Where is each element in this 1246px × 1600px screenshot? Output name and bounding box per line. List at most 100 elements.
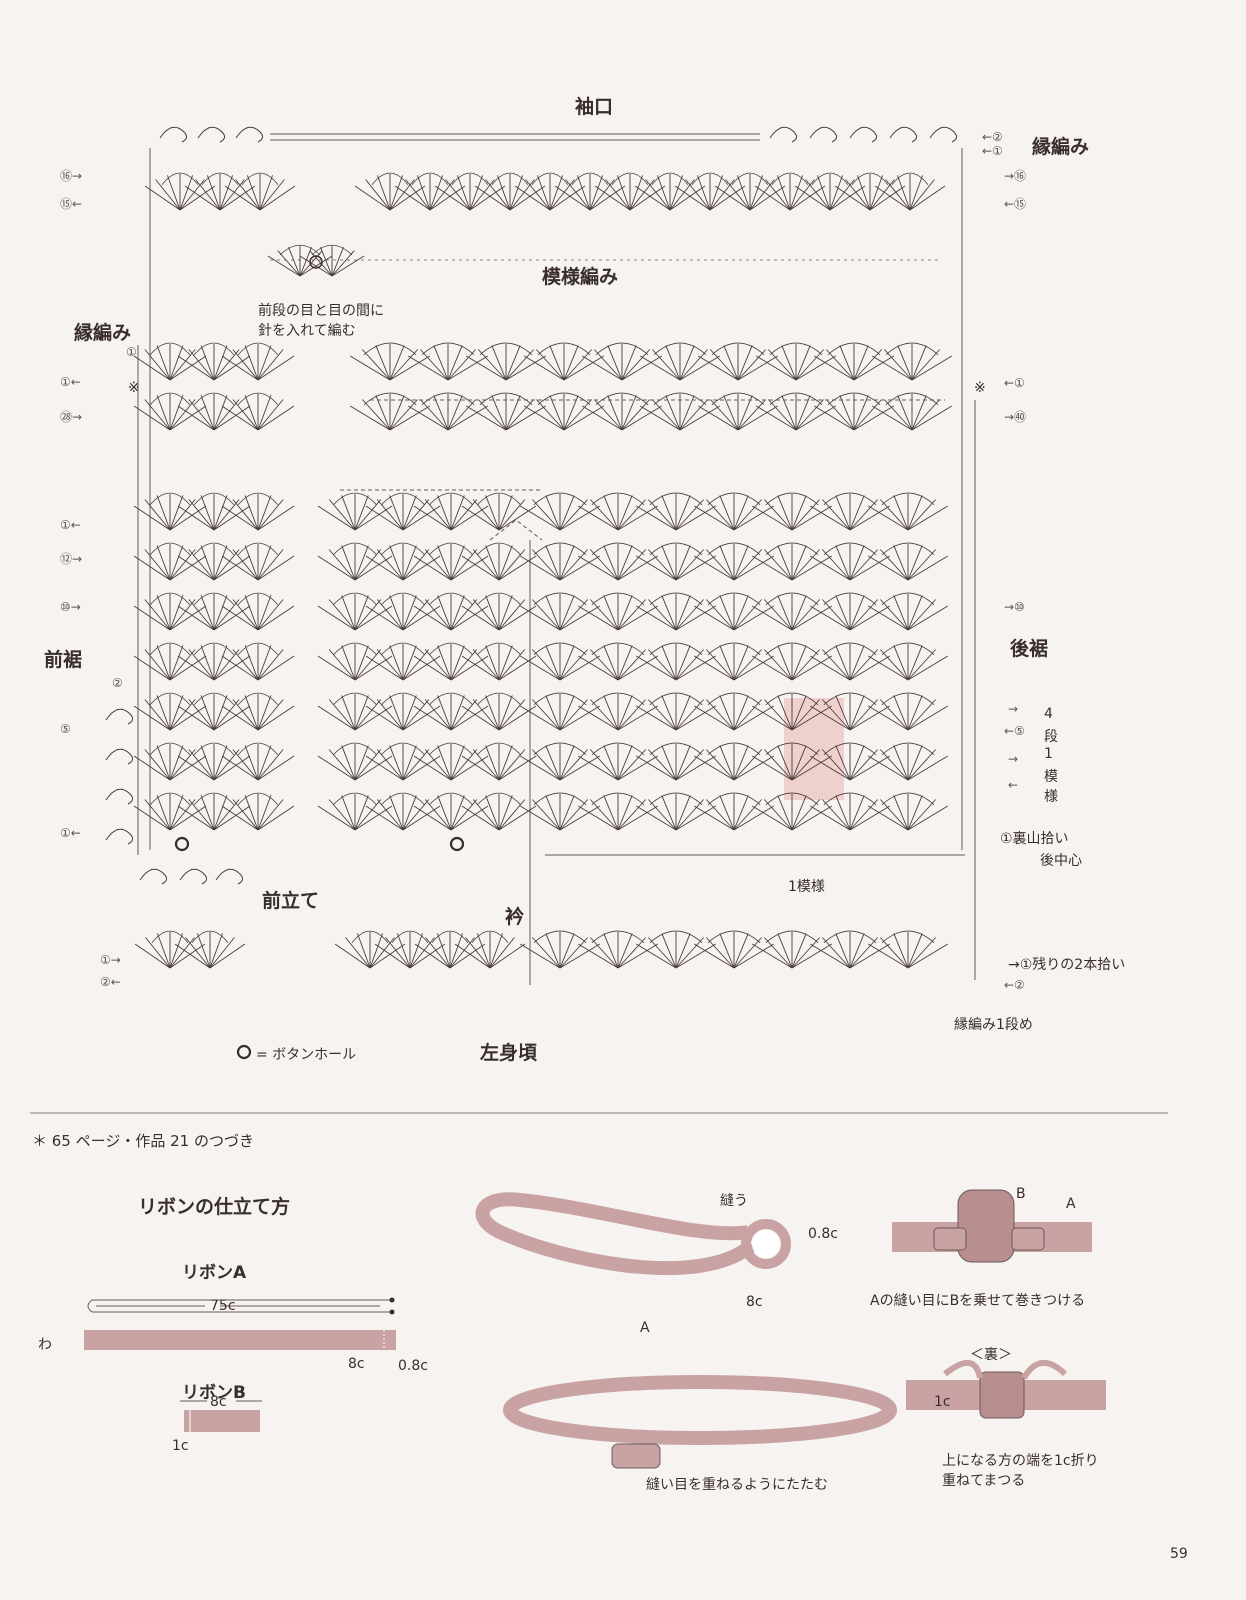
- fan-stitch: [461, 742, 537, 781]
- edging-scallop: [159, 126, 188, 143]
- fan-stitch: [519, 642, 601, 681]
- fan-stitch: [809, 930, 891, 969]
- fan-stitch: [407, 342, 489, 381]
- fan-stitch: [133, 492, 207, 531]
- row-label-left: ②←: [100, 975, 121, 989]
- dim-1: 1c: [172, 1438, 189, 1454]
- rows-per-pattern-0: 4: [1044, 706, 1053, 722]
- fan-stitch: [144, 172, 216, 211]
- row-label-left: ①→: [100, 953, 121, 967]
- label-b: B: [1016, 1186, 1026, 1202]
- fan-stitch: [413, 792, 489, 831]
- fan-stitch: [867, 542, 949, 581]
- row-label-right: ←⑤: [1004, 724, 1025, 738]
- edging-scallop: [139, 868, 168, 885]
- fan-stitch: [461, 542, 537, 581]
- fan-stitch: [697, 392, 779, 431]
- fan-stitch: [133, 792, 207, 831]
- fold-step-note: 縫い目を重ねるようにたたむ: [646, 1477, 828, 1493]
- fan-stitch: [554, 172, 626, 211]
- row-label-right: ←②: [982, 130, 1003, 144]
- row-label-left: ⑫→: [60, 552, 83, 566]
- fan-stitch: [635, 692, 717, 731]
- buttonhole-mark: [449, 836, 465, 852]
- fan-stitch: [693, 742, 775, 781]
- fan-stitch: [871, 342, 953, 381]
- fan-stitch: [365, 792, 441, 831]
- fan-stitch: [751, 542, 833, 581]
- fan-stitch: [577, 692, 659, 731]
- fan-stitch: [697, 342, 779, 381]
- fan-stitch: [871, 392, 953, 431]
- fan-stitch: [317, 792, 393, 831]
- fan-stitch: [177, 542, 251, 581]
- fan-stitch: [413, 692, 489, 731]
- fan-stitch: [177, 592, 251, 631]
- fan-stitch: [809, 742, 891, 781]
- fan-stitch: [461, 642, 537, 681]
- fan-stitch: [639, 392, 721, 431]
- fan-stitch: [867, 792, 949, 831]
- fan-stitch: [577, 592, 659, 631]
- ribbon-b-wrap: [957, 1189, 1015, 1263]
- row-label-left: ⑤: [60, 722, 71, 736]
- asterisk-left: ※: [128, 380, 140, 396]
- fan-stitch: [177, 392, 251, 431]
- fan-stitch: [581, 342, 663, 381]
- label-back-hem: 後裾: [1010, 638, 1049, 660]
- dim-8b: 8c: [210, 1394, 227, 1410]
- fold-note-line1: 上になる方の端を1c折り: [942, 1453, 1099, 1469]
- fan-stitch: [874, 172, 946, 211]
- fan-stitch: [413, 492, 489, 531]
- fan-stitch: [317, 542, 393, 581]
- fan-stitch: [474, 172, 546, 211]
- fan-stitch: [177, 792, 251, 831]
- fan-stitch-rows: [133, 172, 953, 969]
- fan-stitch: [133, 342, 207, 381]
- label-one-pattern: 1模様: [788, 879, 825, 895]
- fan-stitch: [177, 492, 251, 531]
- fan-stitch: [414, 930, 486, 969]
- row-label-left: ㉘→: [60, 410, 83, 424]
- edging-scallop: [179, 868, 208, 885]
- label-wa: わ: [38, 1337, 52, 1353]
- fan-stitch: [133, 542, 207, 581]
- fan-stitch: [317, 692, 393, 731]
- row-label-right: ←⑮: [1004, 197, 1027, 211]
- fan-stitch: [794, 172, 866, 211]
- fan-stitch: [751, 592, 833, 631]
- fan-stitch: [221, 642, 295, 681]
- continuation-note: ＊ 65 ページ・作品 21 のつづき: [32, 1132, 254, 1150]
- pattern-repeat-highlight: [784, 698, 844, 800]
- fan-stitch: [519, 930, 601, 969]
- fan-stitch: [365, 642, 441, 681]
- edging-scallop: [215, 868, 244, 885]
- page-number: 59: [1170, 1546, 1188, 1562]
- dim-08: 0.8c: [398, 1358, 428, 1374]
- ribbon-ring: [741, 1219, 791, 1269]
- fan-stitch: [867, 492, 949, 531]
- fan-stitch: [809, 492, 891, 531]
- dim-75: 75c: [210, 1298, 236, 1314]
- fan-stitch: [751, 792, 833, 831]
- fan-stitch: [221, 492, 295, 531]
- fan-stitch: [299, 244, 365, 277]
- fan-stitch: [754, 172, 826, 211]
- fan-stitch: [267, 244, 333, 277]
- fan-stitch: [221, 542, 295, 581]
- fan-stitch: [434, 172, 506, 211]
- fan-stitch: [133, 392, 207, 431]
- fan-stitch: [674, 172, 746, 211]
- note-between-line2: 針を入れて編む: [258, 323, 356, 339]
- rows-per-pattern-3: 模: [1044, 769, 1058, 785]
- dim-1b: 1c: [934, 1394, 951, 1410]
- fold-note-line2: 重ねてまつる: [942, 1473, 1026, 1489]
- label-a2: A: [1066, 1196, 1076, 1212]
- rows-per-pattern-1: 段: [1044, 729, 1058, 745]
- fan-stitch: [751, 930, 833, 969]
- rows-per-pattern-2: 1: [1044, 746, 1053, 762]
- rows-per-pattern-4: 様: [1044, 789, 1058, 805]
- fan-stitch: [693, 542, 775, 581]
- edging-scallop: [105, 708, 134, 725]
- edging-scallop: [889, 126, 918, 143]
